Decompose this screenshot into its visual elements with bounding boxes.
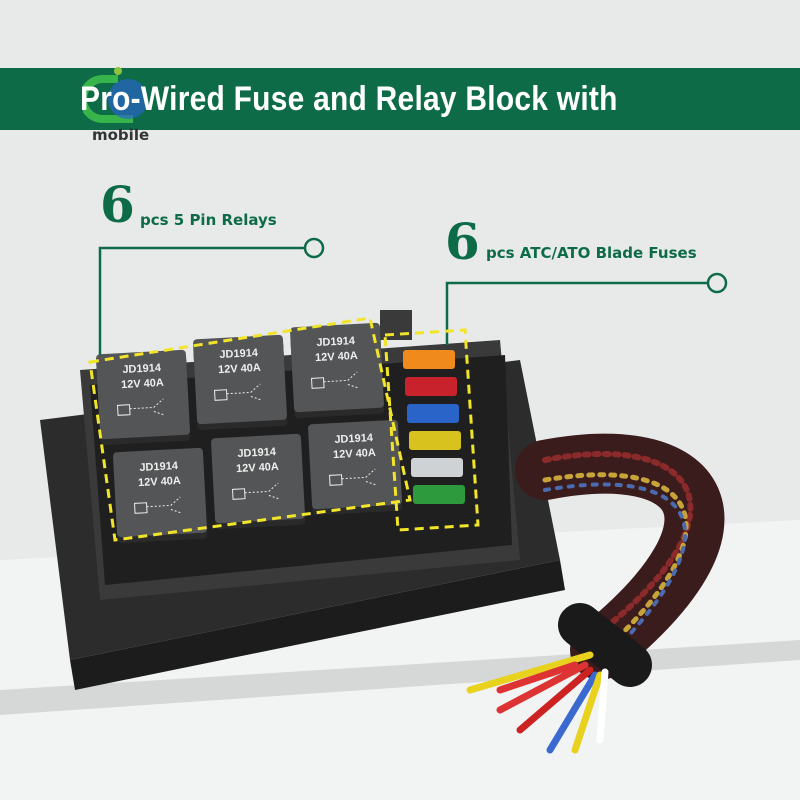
relay-schematic-icon (214, 383, 262, 401)
relay-schematic-icon (329, 468, 377, 486)
blade-fuse (405, 377, 457, 396)
relay-callout-dot (303, 237, 325, 259)
relay-schematic-icon (134, 496, 182, 514)
relay-highlight-box (88, 316, 412, 542)
blade-fuse (403, 350, 455, 369)
relay-count: 6 (100, 175, 135, 234)
blade-fuse (413, 485, 465, 504)
fuse-caption: pcs ATC/ATO Blade Fuses (486, 244, 697, 262)
relay-schematic-icon (232, 482, 280, 500)
wire-harness (466, 433, 725, 754)
relay-caption: pcs 5 Pin Relays (140, 211, 277, 229)
brand-logo (83, 67, 148, 123)
logo-text: mobile (92, 126, 150, 144)
relay-callout-line (98, 246, 305, 355)
fuse-callout-line (445, 281, 708, 345)
fuse-callout-dot (706, 272, 728, 294)
fuse-highlight-box (383, 328, 480, 532)
blade-fuse (407, 404, 459, 423)
relay-schematic-icon (117, 398, 165, 416)
relay-schematic-icon (311, 371, 359, 389)
blade-fuse (409, 431, 461, 450)
blade-fuse (411, 458, 463, 477)
fuse-count: 6 (445, 212, 480, 271)
banner-title: Pro-Wired Fuse and Relay Block with (80, 80, 618, 118)
